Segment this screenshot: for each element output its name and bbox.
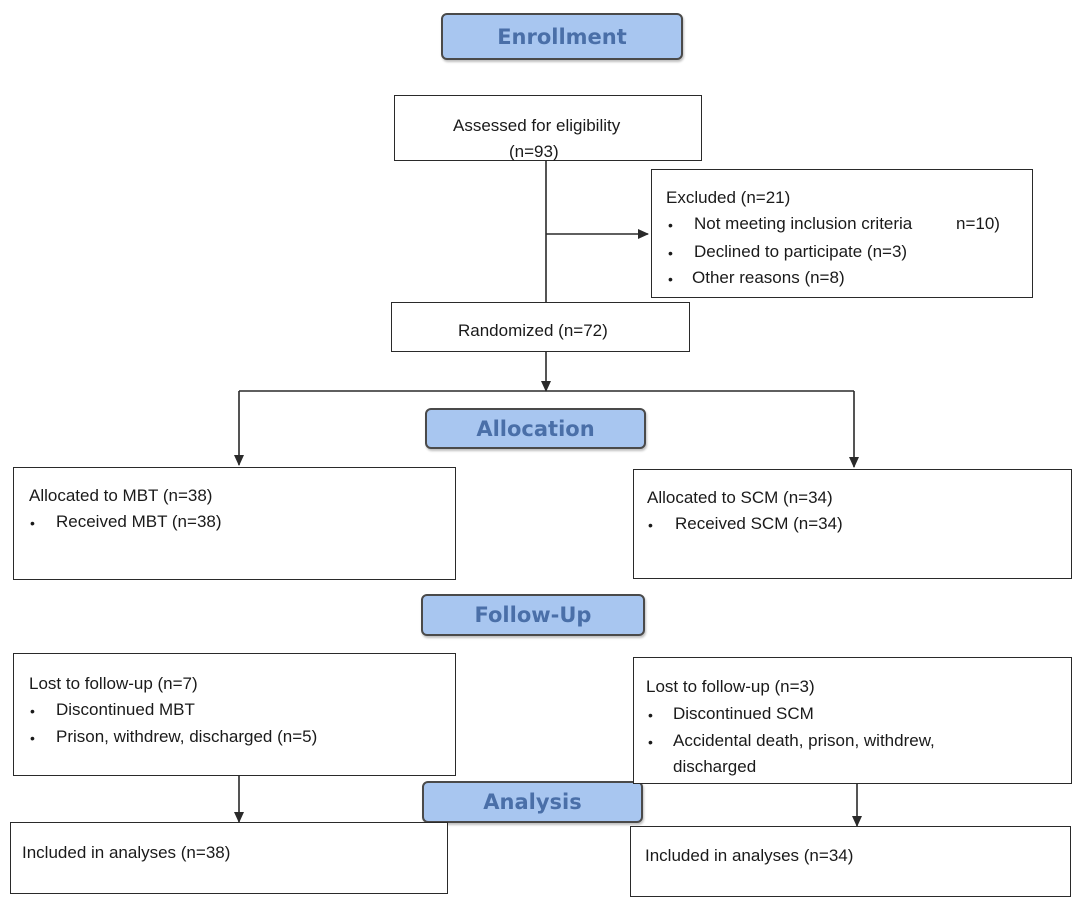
followup-scm-item-accidental: Accidental death, prison, withdrew, [673, 731, 935, 750]
excluded-item-declined: Declined to participate (n=3) [694, 242, 908, 261]
excluded-box: Excluded (n=21) • Not meeting inclusion … [651, 169, 1033, 298]
bullet: • [668, 271, 673, 287]
bullet: • [30, 515, 35, 531]
bullet: • [648, 517, 653, 533]
assessed-label: Assessed for eligibility [453, 116, 621, 135]
followup-mbt-item-discontinued: Discontinued MBT [56, 700, 195, 719]
excluded-item-other: Other reasons (n=8) [692, 268, 845, 287]
analysis-scm-label: Included in analyses (n=34) [645, 846, 854, 865]
allocation-mbt-box: Allocated to MBT (n=38) • Received MBT (… [13, 467, 456, 580]
followup-scm-item-discontinued: Discontinued SCM [673, 704, 814, 723]
excluded-item-not-meeting-count: n=10) [956, 214, 1000, 233]
bullet: • [30, 730, 35, 746]
bullet: • [648, 707, 653, 723]
excluded-item-not-meeting: Not meeting inclusion criteria [694, 214, 913, 233]
bullet: • [30, 703, 35, 719]
followup-mbt-item-prison: Prison, withdrew, discharged (n=5) [56, 727, 318, 746]
randomized-label: Randomized (n=72) [458, 321, 608, 340]
followup-scm-item-discharged: discharged [673, 757, 757, 776]
stage-enrollment: Enrollment [441, 13, 683, 60]
analysis-mbt-label: Included in analyses (n=38) [22, 843, 231, 862]
followup-scm-title: Lost to follow-up (n=3) [646, 677, 815, 696]
followup-scm-box: Lost to follow-up (n=3) • Discontinued S… [633, 657, 1072, 784]
randomized-box: Randomized (n=72) [391, 302, 690, 352]
bullet: • [648, 734, 653, 750]
excluded-title: Excluded (n=21) [666, 188, 791, 207]
analysis-scm-box: Included in analyses (n=34) [630, 826, 1071, 897]
stage-analysis: Analysis [422, 781, 643, 823]
bullet: • [668, 217, 673, 233]
analysis-mbt-box: Included in analyses (n=38) [10, 822, 448, 894]
allocation-mbt-item: Received MBT (n=38) [56, 512, 222, 531]
followup-mbt-title: Lost to follow-up (n=7) [29, 674, 198, 693]
bullet: • [668, 245, 673, 261]
allocation-scm-box: Allocated to SCM (n=34) • Received SCM (… [633, 469, 1072, 579]
followup-mbt-box: Lost to follow-up (n=7) • Discontinued M… [13, 653, 456, 776]
assessed-count: (n=93) [509, 142, 559, 161]
stage-follow-up: Follow-Up [421, 594, 645, 636]
allocation-mbt-title: Allocated to MBT (n=38) [29, 486, 213, 505]
stage-allocation: Allocation [425, 408, 646, 449]
allocation-scm-title: Allocated to SCM (n=34) [647, 488, 833, 507]
assessed-box: Assessed for eligibility (n=93) [394, 95, 702, 161]
allocation-scm-item: Received SCM (n=34) [675, 514, 843, 533]
